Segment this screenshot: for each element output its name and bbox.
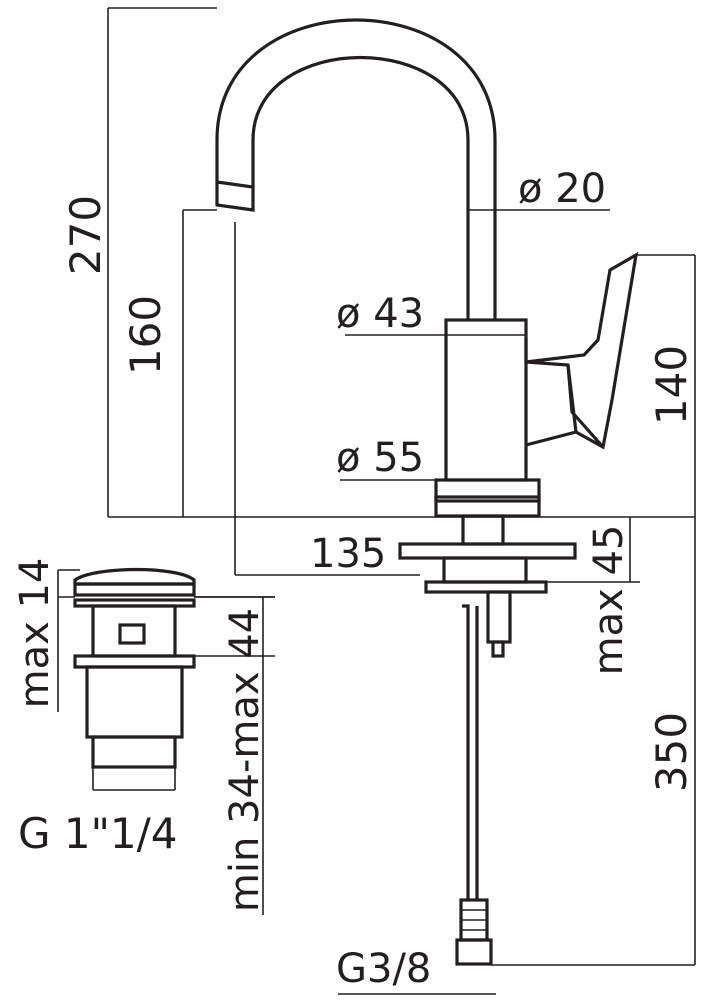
dim-total-height: 270 <box>61 195 110 275</box>
dim-spout-reach: 135 <box>310 531 386 577</box>
dim-spout-height: 160 <box>121 295 170 375</box>
dim-body-diameter: ø 43 <box>336 291 424 337</box>
dim-hose-connection: G3/8 <box>336 946 431 992</box>
dim-waste-range: min 34-max 44 <box>222 608 268 912</box>
faucet-mounting <box>398 514 577 658</box>
faucet-body <box>434 251 639 518</box>
pop-up-waste <box>73 567 196 769</box>
dim-hose-length: 350 <box>647 712 696 792</box>
flexible-hose <box>455 604 493 966</box>
dim-max-deck: max 45 <box>586 525 632 676</box>
dim-waste-max-top: max 14 <box>12 558 58 709</box>
dim-base-diameter: ø 55 <box>336 435 424 481</box>
faucet-spout <box>215 18 497 320</box>
dim-lever-height: 140 <box>647 345 696 425</box>
dim-waste-thread: G 1"1/4 <box>18 809 178 858</box>
dimension-lines <box>57 7 696 995</box>
dim-spout-diameter: ø 20 <box>518 166 606 212</box>
